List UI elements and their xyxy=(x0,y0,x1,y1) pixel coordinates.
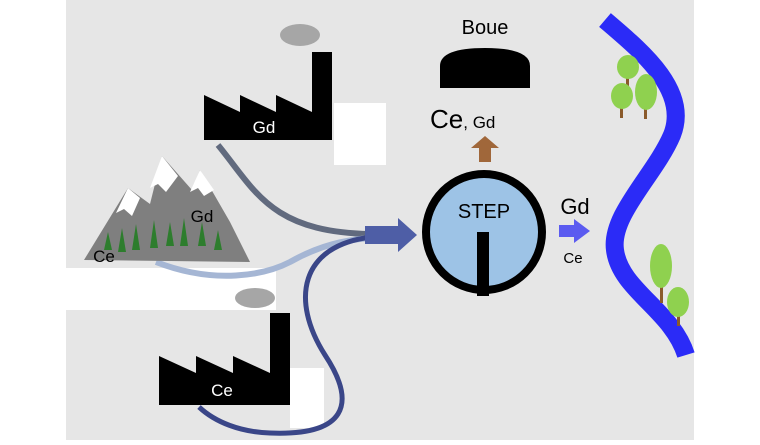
pipe-factory-top xyxy=(215,143,371,237)
discharge: Gd Ce xyxy=(559,194,590,267)
sludge-shape xyxy=(440,48,530,88)
pine-forest xyxy=(104,218,222,252)
plant-label: STEP xyxy=(458,201,510,223)
white-gap-factory-bottom xyxy=(290,368,324,428)
factory-bottom: Ce xyxy=(159,288,290,405)
tree xyxy=(617,55,639,90)
sludge-title: Boue xyxy=(462,17,509,39)
inflow-arrow xyxy=(365,218,417,252)
river xyxy=(599,13,695,359)
snowcap-left xyxy=(116,188,140,216)
factory-bottom-building xyxy=(159,313,290,405)
sludge: Boue Ce, Gd xyxy=(430,17,530,134)
trees xyxy=(611,55,689,326)
smoke-cloud-bottom xyxy=(235,288,275,308)
outflow-arrow xyxy=(559,219,590,243)
tree xyxy=(667,287,689,326)
sludge-labels: Ce, Gd xyxy=(430,104,495,134)
mountain-body xyxy=(84,156,250,262)
tree xyxy=(611,83,633,118)
plant-pipe xyxy=(477,232,489,296)
tree xyxy=(650,244,672,303)
white-gap-factory-top xyxy=(334,103,386,165)
factory-top-label: Gd xyxy=(253,118,276,137)
mountain-label-left: Ce xyxy=(93,247,115,266)
factory-top: Gd xyxy=(204,24,332,140)
discharge-label-top: Gd xyxy=(560,194,589,219)
pipe-factory-bottom xyxy=(197,234,373,436)
sludge-arrow xyxy=(471,136,499,162)
mountain-label-right: Gd xyxy=(191,207,214,226)
factory-top-building xyxy=(204,52,332,140)
sludge-label-main: Ce xyxy=(430,104,463,134)
snowcap-center xyxy=(150,156,178,192)
tree xyxy=(635,74,657,119)
smoke-cloud-top xyxy=(280,24,320,46)
snowcap-right xyxy=(190,170,214,196)
factory-bottom-label: Ce xyxy=(211,381,233,400)
sludge-label-sub: , Gd xyxy=(463,113,495,132)
discharge-label-bottom: Ce xyxy=(563,250,582,267)
treatment-plant: STEP xyxy=(422,170,546,296)
mountain: Ce Gd xyxy=(84,156,250,266)
